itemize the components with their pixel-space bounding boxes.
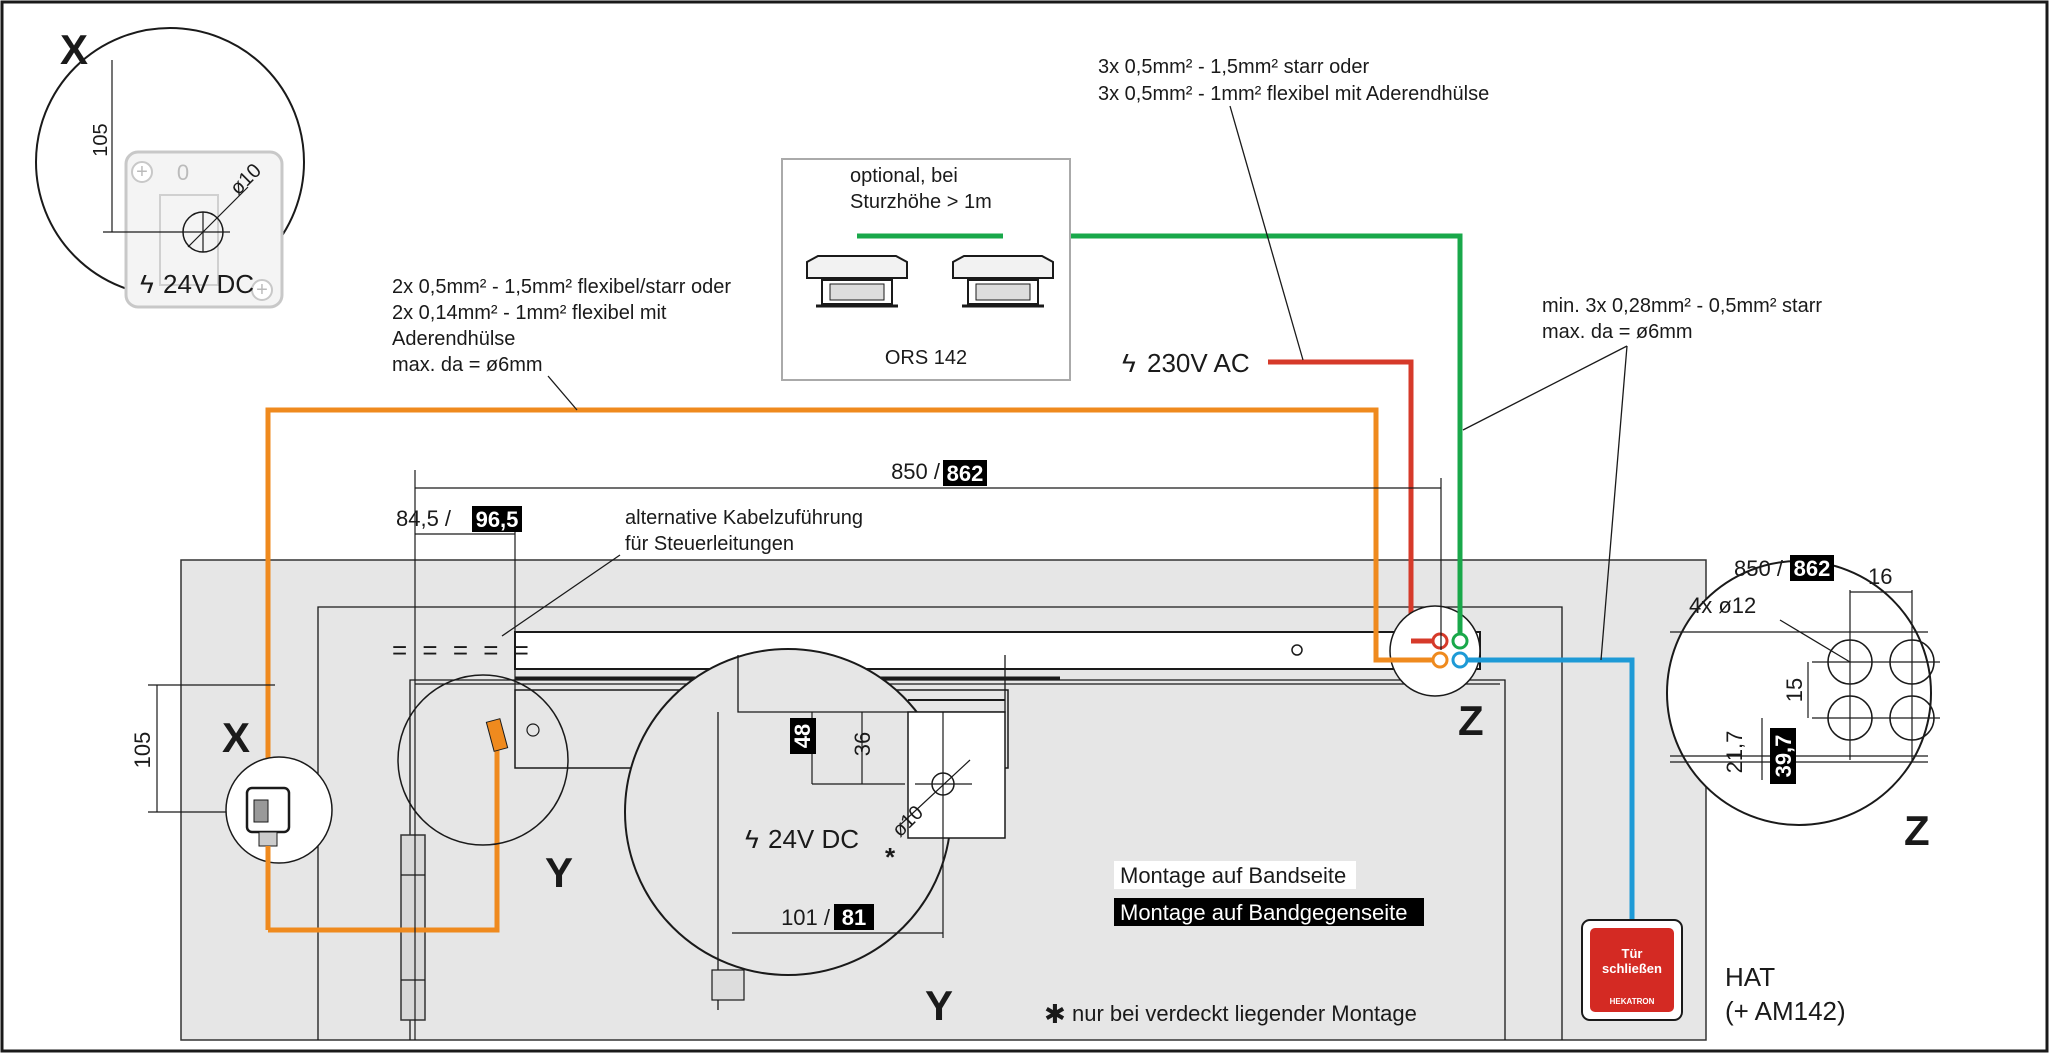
detail-x-switch (159, 194, 219, 286)
detail-z-217: 21,7 (1722, 731, 1747, 774)
detail-x-plate (124, 150, 284, 309)
hat-button (1590, 928, 1674, 1012)
mains-label: 230V AC (1147, 348, 1250, 378)
legend-band: Montage auf Bandseite (1120, 863, 1346, 888)
leader-right-a (1462, 345, 1628, 431)
y-connector (485, 718, 509, 752)
cable-left-line4: max. da = ø6mm (392, 354, 543, 376)
terminal-circle (1389, 605, 1481, 697)
detail-z-862: 862 (1794, 556, 1831, 581)
detail-z-holes (1812, 590, 1940, 760)
leader-right-b (1600, 345, 1628, 661)
label-x-top: X (60, 26, 88, 73)
x-dia-line (187, 186, 249, 248)
terminal-red (1431, 632, 1449, 650)
y-hole (526, 723, 540, 737)
detail-z-15: 15 (1782, 678, 1807, 702)
detail-y-star: * (885, 842, 896, 872)
rail-hole (1291, 644, 1303, 656)
dim-862: 862 (947, 461, 984, 486)
cable-orange-y (268, 740, 500, 933)
leader-left (547, 375, 578, 411)
detail-y-81: 81 (842, 905, 866, 930)
dim-965: 96,5 (476, 507, 519, 532)
terminal-blue (1451, 651, 1469, 669)
detail-x-dim-105: 105 (90, 123, 112, 156)
cable-left-line2: 2x 0,14mm² - 1mm² flexibel mit (392, 302, 667, 324)
label-y: Y (545, 849, 573, 896)
alt-feed-line2: für Steuerleitungen (625, 533, 794, 555)
detail-y-hinge (711, 969, 745, 1001)
hat-brand: HEKATRON (1610, 997, 1655, 1006)
detail-y-bolt-icon: ϟ (745, 824, 759, 854)
dim-965-box (472, 506, 522, 532)
label-z-detail: Z (1904, 807, 1930, 854)
alt-feed-dashes: = = = = = (392, 635, 533, 665)
legend-gegen-bg (1114, 898, 1424, 926)
smoke-detector-icon (806, 255, 908, 308)
plus-icon (251, 279, 273, 301)
hat-btn-line2: schließen (1602, 961, 1662, 976)
cable-top-line1: 3x 0,5mm² - 1,5mm² starr oder (1098, 56, 1370, 78)
hat-sub: (+ AM142) (1725, 996, 1846, 1026)
detail-x-voltage: 24V DC (163, 269, 254, 299)
closer-rail (514, 631, 1481, 670)
cable-right-line2: max. da = ø6mm (1542, 321, 1693, 343)
plus-icon (131, 161, 153, 183)
ors-note1: optional, bei (850, 165, 958, 187)
mains-bolt-icon: ϟ (1122, 348, 1136, 378)
footnote-text: nur bei verdeckt liegender Montage (1072, 1001, 1417, 1026)
terminal-green (1451, 632, 1469, 650)
detail-y-voltage: 24V DC (768, 824, 859, 854)
label-z: Z (1458, 697, 1484, 744)
label-y-detail: Y (925, 982, 953, 1029)
plus-label: + (256, 279, 268, 301)
cable-right-line1: min. 3x 0,28mm² - 0,5mm² starr (1542, 295, 1822, 317)
zero-label: 0 (177, 160, 189, 185)
cable-left-line3: Aderendhülse (392, 328, 515, 350)
y-dia-line (899, 759, 971, 826)
detail-z-16: 16 (1868, 564, 1892, 589)
plus-label: + (136, 161, 148, 183)
detail-y-48: 48 (790, 724, 815, 748)
legend-band-bg (1114, 861, 1356, 889)
alt-feed-line1: alternative Kabelzuführung (625, 507, 863, 529)
detail-x-bolt-icon: ϟ (140, 269, 154, 299)
footnote-star: ✱ (1044, 999, 1066, 1029)
dim-48-box (790, 718, 816, 754)
x-socket-gland (258, 831, 278, 847)
dim-845: 84,5 / (396, 506, 452, 531)
dim-81-box (834, 904, 874, 930)
leader-top (1229, 105, 1304, 361)
x-socket-inner (253, 799, 269, 823)
detail-z-850: 850 / (1734, 556, 1784, 581)
leader-holes (1779, 619, 1851, 663)
cable-top-line2: 3x 0,5mm² - 1mm² flexibel mit Aderendhül… (1098, 83, 1489, 105)
legend-gegen: Montage auf Bandgegenseite (1120, 900, 1407, 925)
detail-z-397: 39,7 (1771, 735, 1796, 778)
ors-note2: Sturzhöhe > 1m (850, 191, 992, 213)
label-x: X (222, 714, 250, 761)
hat-btn-line1: Tür (1622, 946, 1643, 961)
detail-y-101: 101 / (781, 905, 831, 930)
dim-105-left: 105 (130, 732, 155, 769)
dim-862-box (943, 460, 987, 486)
hat-name: HAT (1725, 962, 1775, 992)
cable-left-line1: 2x 0,5mm² - 1,5mm² flexibel/starr oder (392, 276, 731, 298)
smoke-detector-icon (952, 255, 1054, 308)
ors-name: ORS 142 (885, 347, 967, 369)
detail-z-holes-label: 4x ø12 (1689, 593, 1756, 618)
detail-y-36: 36 (850, 732, 875, 756)
detail-y-closer (907, 711, 1006, 839)
y-marker-circle (397, 674, 569, 846)
detail-z-397-box (1770, 728, 1796, 784)
terminal-orange (1431, 651, 1449, 669)
dim-850: 850 / (891, 459, 941, 484)
leader-alt (501, 554, 621, 637)
detail-z-862-box (1790, 555, 1834, 581)
detail-y-frame (737, 655, 1006, 713)
